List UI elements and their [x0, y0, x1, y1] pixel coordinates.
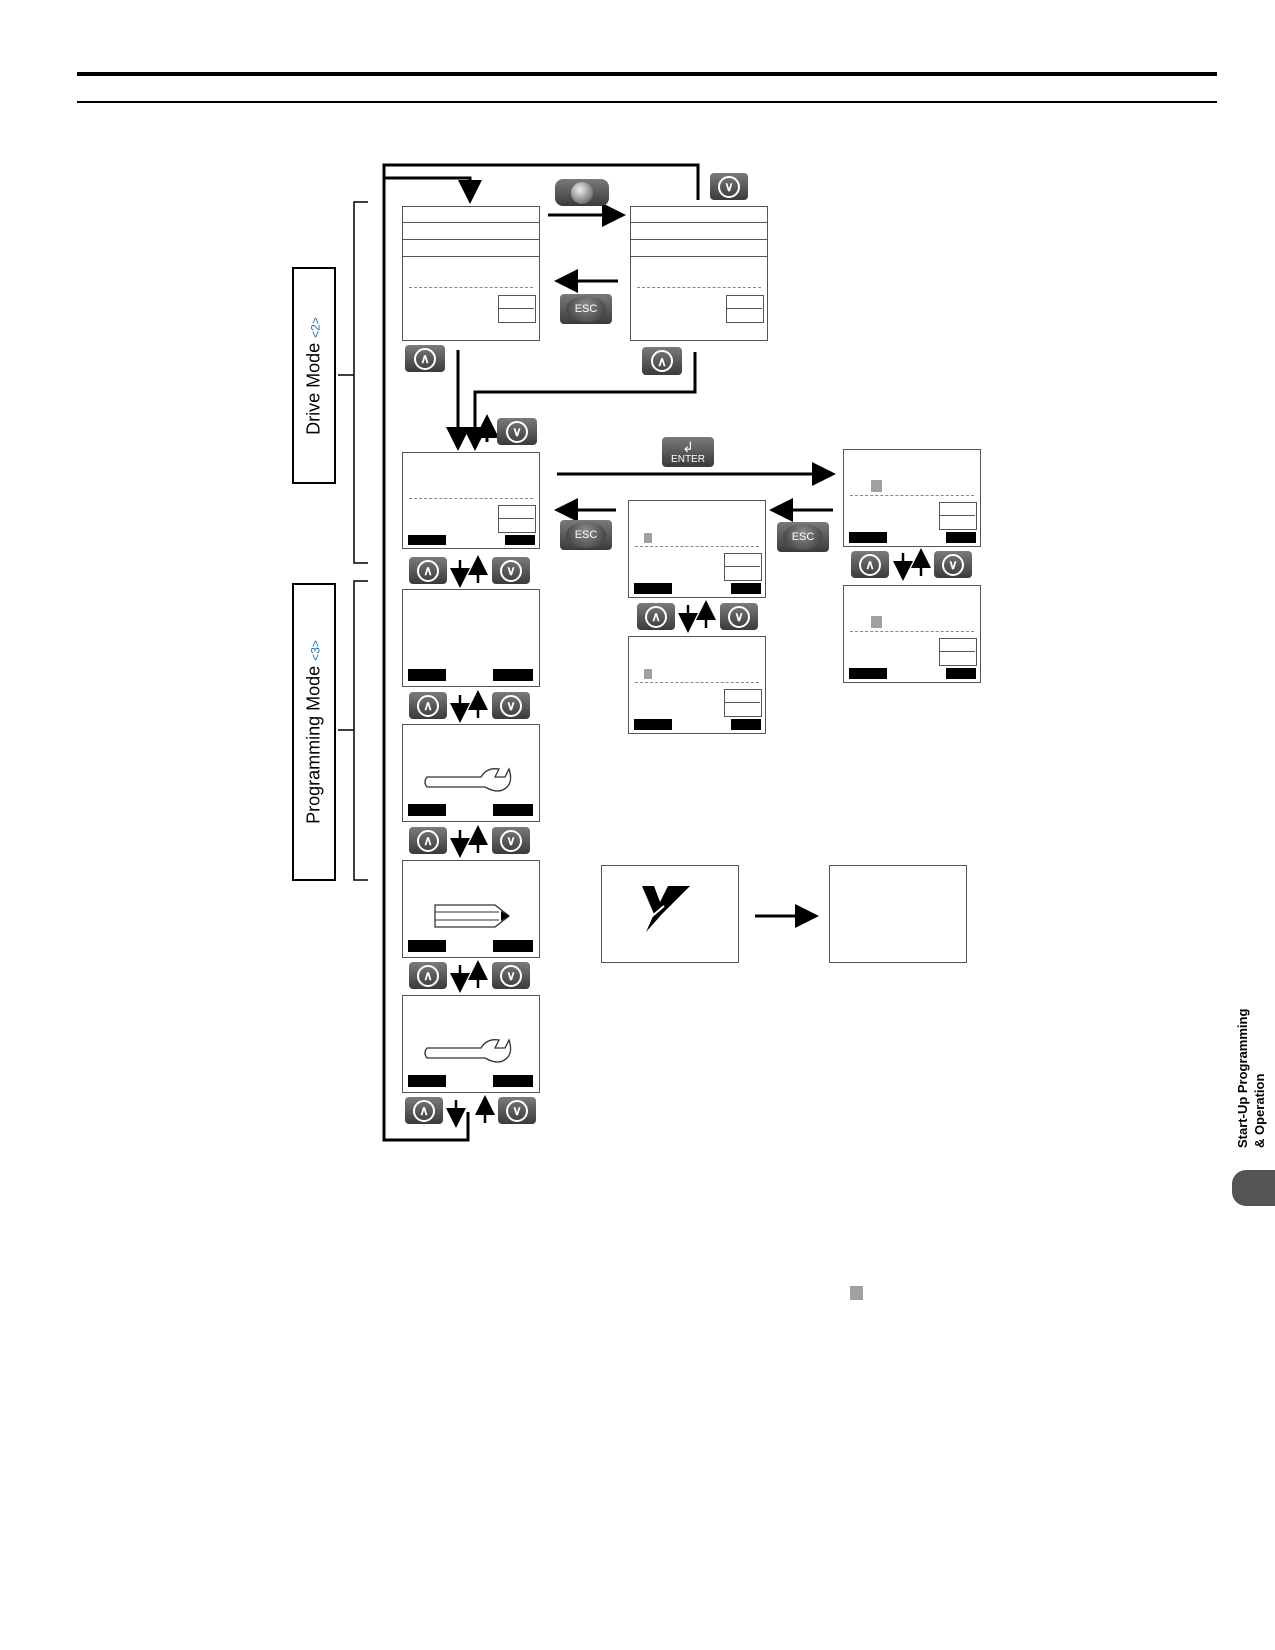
programming-mode-box: Programming Mode <3> [292, 583, 336, 881]
down-arrow-key-icon: ∨ [934, 551, 972, 578]
esc-key-icon: ESC [560, 520, 612, 550]
lcd-screen-monitor-1 [402, 206, 540, 341]
outer-loop-line [382, 163, 700, 1142]
yaskawa-logo-icon [642, 886, 690, 932]
run-key-icon [555, 179, 609, 206]
down-arrow-key-icon: ∨ [720, 603, 758, 630]
pencil-icon [434, 904, 511, 928]
up-arrow-key-icon: ∧ [405, 1097, 443, 1124]
up-arrow-key-icon: ∧ [409, 557, 447, 584]
lcd-screen-setting-1 [843, 449, 981, 547]
down-arrow-key-icon: ∨ [492, 962, 530, 989]
loop-into-top-screen [384, 176, 482, 204]
down-arrow-key-icon: ∨ [497, 418, 537, 445]
lcd-screen-logo [601, 865, 739, 963]
up-arrow-key-icon: ∧ [637, 603, 675, 630]
section-tab [1232, 1170, 1275, 1206]
lcd-screen-blank [829, 865, 967, 963]
lcd-screen-monitor-2 [630, 206, 768, 341]
lcd-screen-verify [402, 724, 540, 822]
drive-mode-label: Drive Mode <2> [303, 316, 324, 435]
lcd-screen-drive [402, 452, 540, 549]
lcd-screen-parameter-1 [628, 500, 766, 598]
up-arrow-key-icon: ∧ [409, 692, 447, 719]
programming-mode-ref: <3> [308, 640, 323, 661]
lcd-screen-setting-2 [843, 585, 981, 683]
legend-square [850, 1286, 863, 1300]
down-arrow-key-icon: ∨ [710, 173, 748, 200]
up-arrow-key-icon: ∧ [409, 962, 447, 989]
lcd-screen-programming [402, 589, 540, 687]
lcd-screen-parameter-2 [628, 636, 766, 734]
up-arrow-key-icon: ∧ [851, 551, 889, 578]
drive-mode-box: Drive Mode <2> [292, 267, 336, 484]
enter-key-icon: ↲ ENTER [662, 437, 714, 467]
up-arrow-key-icon: ∧ [409, 827, 447, 854]
header-rule-thin [77, 101, 1217, 103]
esc-key-icon: ESC [560, 294, 612, 324]
programming-bracket [353, 580, 368, 881]
drive-mode-ref: <2> [308, 316, 323, 338]
programming-mode-label: Programming Mode <3> [303, 640, 324, 824]
esc-key-icon: ESC [777, 522, 829, 552]
header-rule-thick [77, 72, 1217, 76]
down-arrow-key-icon: ∨ [492, 827, 530, 854]
down-arrow-key-icon: ∨ [492, 692, 530, 719]
up-arrow-key-icon: ∧ [405, 345, 445, 372]
wrench-icon [424, 1038, 512, 1063]
wrench-icon [424, 767, 512, 792]
down-arrow-key-icon: ∨ [498, 1097, 536, 1124]
lcd-screen-autotuning [402, 995, 540, 1093]
down-arrow-key-icon: ∨ [492, 557, 530, 584]
up-arrow-key-icon: ∧ [642, 347, 682, 375]
drive-bracket [353, 201, 368, 564]
lcd-screen-setup [402, 860, 540, 958]
